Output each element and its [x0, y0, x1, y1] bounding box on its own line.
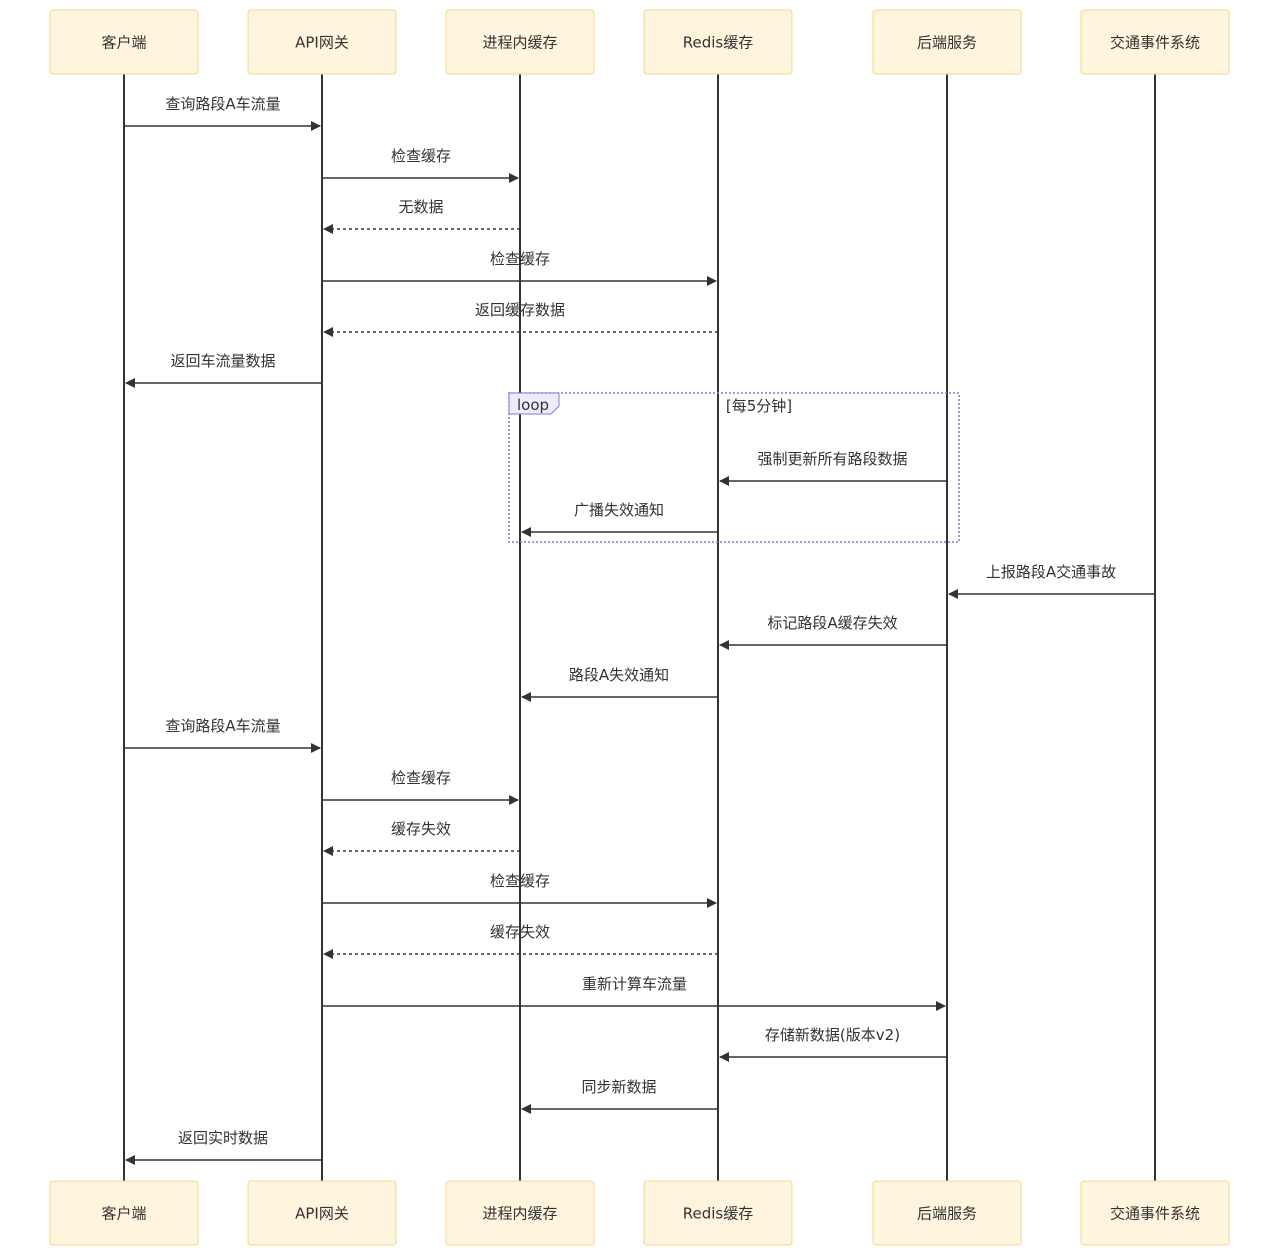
- message-2: 检查缓存: [322, 147, 519, 183]
- message-label: 广播失效通知: [574, 501, 664, 519]
- participant-top-redis: Redis缓存: [643, 9, 793, 75]
- participant-top-localcache: 进程内缓存: [445, 9, 595, 75]
- message-15: 检查缓存: [322, 872, 717, 908]
- message-label: 检查缓存: [391, 147, 451, 165]
- participant-top-client: 客户端: [49, 9, 199, 75]
- loop-frame: loop [每5分钟]: [508, 392, 960, 543]
- participant-bottom-redis: Redis缓存: [643, 1180, 793, 1246]
- participant-label: 进程内缓存: [482, 34, 557, 52]
- participant-box: [247, 1180, 397, 1246]
- message-label: 同步新数据: [581, 1078, 656, 1096]
- message-label: 返回实时数据: [178, 1129, 268, 1147]
- message-label: 路段A失效通知: [569, 666, 669, 684]
- participant-top-gateway: API网关: [247, 9, 397, 75]
- message-label: 缓存失效: [490, 923, 550, 941]
- message-label: 无数据: [398, 198, 443, 216]
- participant-label: Redis缓存: [683, 34, 753, 52]
- participant-box: [872, 1180, 1022, 1246]
- message-12: 查询路段A车流量: [124, 717, 321, 753]
- message-4: 检查缓存: [322, 250, 717, 286]
- message-label: 查询路段A车流量: [165, 95, 280, 113]
- participant-label: 交通事件系统: [1110, 1205, 1200, 1223]
- participant-label: Redis缓存: [683, 1205, 753, 1223]
- participant-label: 后端服务: [917, 34, 977, 52]
- message-14: 缓存失效: [323, 820, 520, 856]
- participant-box: [445, 9, 595, 75]
- participant-bottom-backend: 后端服务: [872, 1180, 1022, 1246]
- participant-top-backend: 后端服务: [872, 9, 1022, 75]
- message-label: 返回车流量数据: [170, 352, 275, 370]
- participant-label: 后端服务: [917, 1205, 977, 1223]
- message-1: 查询路段A车流量: [124, 95, 321, 131]
- loop-box: [508, 392, 960, 543]
- participant-label: 进程内缓存: [482, 1205, 557, 1223]
- participant-label: API网关: [295, 34, 349, 52]
- participant-box: [643, 1180, 793, 1246]
- message-19: 同步新数据: [521, 1078, 718, 1114]
- message-label: 标记路段A缓存失效: [767, 614, 897, 632]
- message-17: 重新计算车流量: [322, 975, 946, 1011]
- message-label: 查询路段A车流量: [165, 717, 280, 735]
- participant-label: 客户端: [101, 34, 146, 52]
- message-11: 路段A失效通知: [521, 666, 718, 702]
- participant-bottom-gateway: API网关: [247, 1180, 397, 1246]
- message-10: 标记路段A缓存失效: [719, 614, 947, 650]
- participant-bottom-traffic: 交通事件系统: [1080, 1180, 1230, 1246]
- participant-box: [49, 9, 199, 75]
- messages: 查询路段A车流量检查缓存无数据检查缓存返回缓存数据返回车流量数据强制更新所有路段…: [124, 95, 1155, 1165]
- loop-label: loop: [517, 396, 549, 414]
- participant-box: [872, 9, 1022, 75]
- message-label: 强制更新所有路段数据: [757, 450, 907, 468]
- participant-box: [643, 9, 793, 75]
- message-13: 检查缓存: [322, 769, 519, 805]
- loop-condition: [每5分钟]: [726, 397, 792, 415]
- message-label: 存储新数据(版本v2): [765, 1026, 900, 1044]
- message-8: 广播失效通知: [521, 501, 718, 537]
- message-18: 存储新数据(版本v2): [719, 1026, 947, 1062]
- message-label: 缓存失效: [391, 820, 451, 838]
- participant-bottom-localcache: 进程内缓存: [445, 1180, 595, 1246]
- participant-label: API网关: [295, 1205, 349, 1223]
- participant-box: [247, 9, 397, 75]
- participant-box: [445, 1180, 595, 1246]
- message-label: 上报路段A交通事故: [986, 563, 1116, 581]
- participant-bottom-client: 客户端: [49, 1180, 199, 1246]
- message-label: 返回缓存数据: [475, 301, 565, 319]
- message-9: 上报路段A交通事故: [948, 563, 1155, 599]
- message-label: 重新计算车流量: [582, 975, 687, 993]
- message-label: 检查缓存: [391, 769, 451, 787]
- participant-box: [49, 1180, 199, 1246]
- message-5: 返回缓存数据: [323, 301, 718, 337]
- participant-top-traffic: 交通事件系统: [1080, 9, 1230, 75]
- message-6: 返回车流量数据: [125, 352, 322, 388]
- message-label: 检查缓存: [490, 250, 550, 268]
- message-label: 检查缓存: [490, 872, 550, 890]
- participants: 客户端客户端API网关API网关进程内缓存进程内缓存Redis缓存Redis缓存…: [49, 9, 1230, 1246]
- message-7: 强制更新所有路段数据: [719, 450, 947, 486]
- loop-tab: [508, 392, 560, 415]
- message-3: 无数据: [323, 198, 520, 234]
- participant-label: 客户端: [101, 1205, 146, 1223]
- participant-box: [1080, 9, 1230, 75]
- message-16: 缓存失效: [323, 923, 718, 959]
- participant-label: 交通事件系统: [1110, 34, 1200, 52]
- message-20: 返回实时数据: [125, 1129, 322, 1165]
- participant-box: [1080, 1180, 1230, 1246]
- lifelines: [123, 74, 1156, 1181]
